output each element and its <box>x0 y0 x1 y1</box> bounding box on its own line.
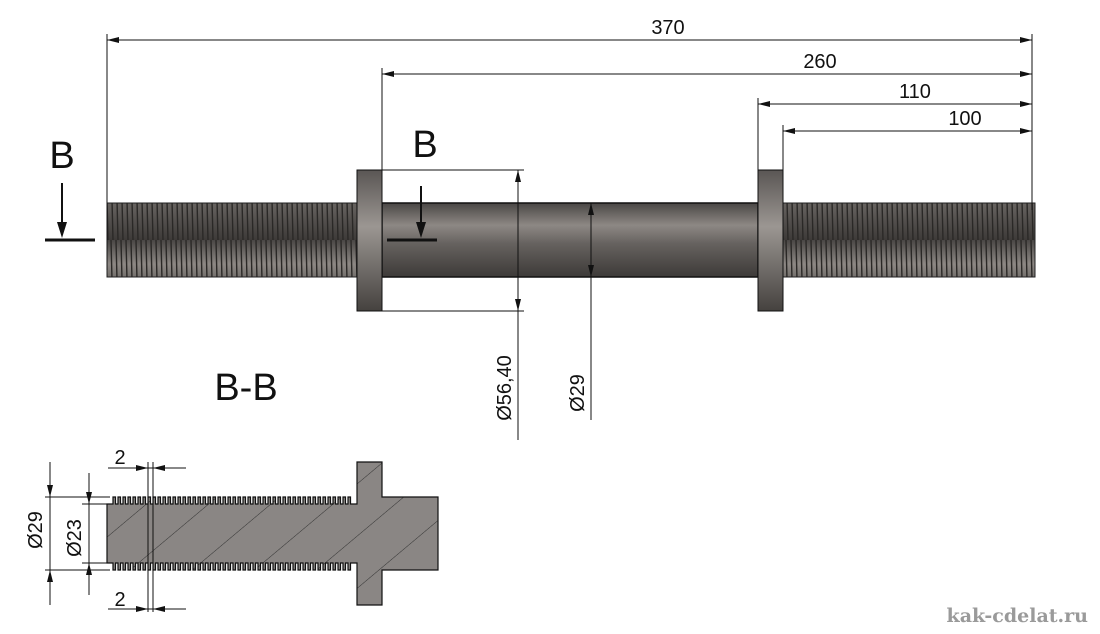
section-pitch-top: 2 <box>114 447 125 469</box>
dim-110: 110 <box>899 81 931 103</box>
section-marker-middle: B <box>387 124 438 242</box>
arrow-down-icon <box>416 222 426 238</box>
left-flange <box>356 169 383 312</box>
dimension-arrows <box>107 37 1032 311</box>
section-label-middle: B <box>412 124 437 166</box>
section-title: B-B <box>214 367 277 409</box>
dim-100: 100 <box>948 108 981 130</box>
section-inner-diameter: Ø23 <box>64 519 86 557</box>
section-label-left: B <box>49 135 74 177</box>
shaft-assembly <box>106 169 1036 312</box>
dim-shaft-diameter: Ø29 <box>567 374 589 412</box>
section-pitch-bottom: 2 <box>114 589 125 611</box>
dim-370: 370 <box>651 17 684 39</box>
shaft <box>381 202 759 278</box>
watermark: kak-cdelat.ru <box>947 605 1089 627</box>
dimension-lines <box>106 34 1033 440</box>
section-outer-diameter: Ø29 <box>25 511 47 549</box>
section-profile <box>106 461 439 606</box>
dim-flange-diameter: Ø56,40 <box>494 355 516 421</box>
arrow-down-icon <box>57 222 67 238</box>
right-thread <box>782 202 1036 278</box>
section-view: Ø29 Ø23 2 2 <box>25 447 439 612</box>
left-thread <box>106 202 358 278</box>
dim-260: 260 <box>803 51 836 73</box>
section-marker-left: B <box>45 135 95 242</box>
right-flange <box>757 169 784 312</box>
